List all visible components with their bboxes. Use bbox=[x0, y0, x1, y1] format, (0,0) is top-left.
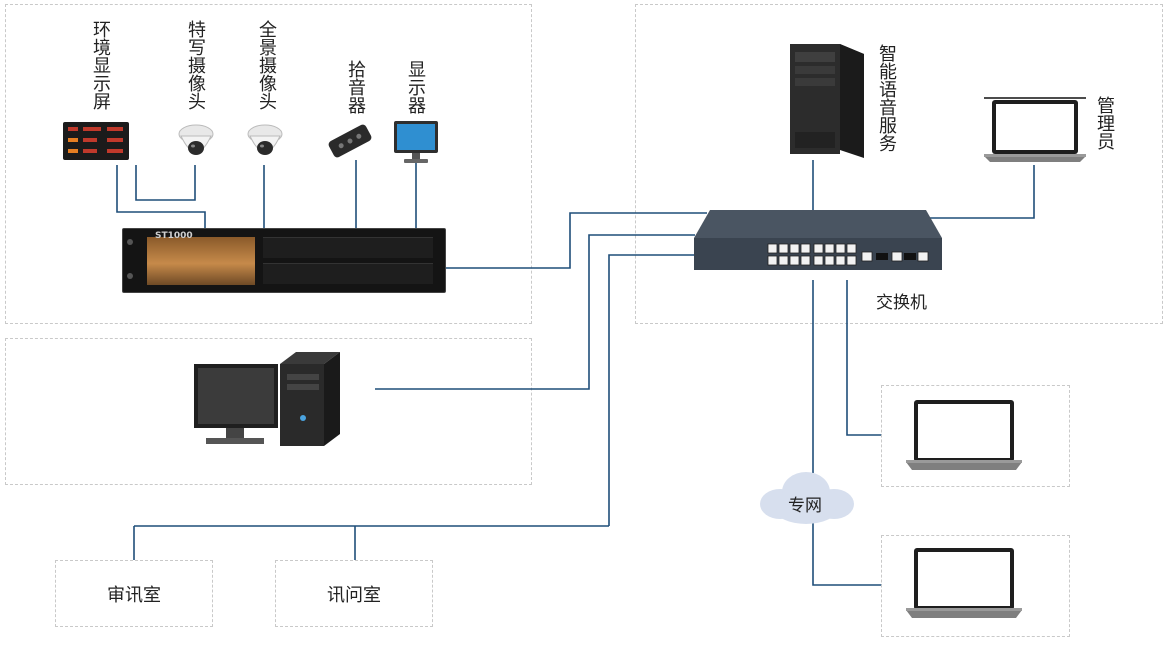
label-pickup: 拾音器 bbox=[345, 60, 366, 114]
label-monitor: 显示器 bbox=[405, 60, 426, 114]
voice-server-icon bbox=[790, 44, 864, 158]
label-env-display: 环境显示屏 bbox=[90, 20, 111, 110]
label-closeup-camera: 特写摄像头 bbox=[185, 20, 206, 110]
label-voice-server: 智能语音服务 bbox=[876, 44, 897, 152]
wire-admin-switch bbox=[927, 165, 1035, 219]
workstation-icon bbox=[194, 352, 340, 446]
rack-bay-2 bbox=[263, 263, 433, 284]
label-private-net: 专网 bbox=[788, 496, 822, 516]
label-panorama-camera: 全景摄像头 bbox=[256, 20, 277, 110]
laptop-2-icon bbox=[906, 548, 1022, 618]
wire-switch-laptop1 bbox=[846, 280, 882, 436]
wire-workstation-switch bbox=[375, 234, 695, 390]
wire-rack-switch bbox=[443, 212, 707, 269]
zone-workstation bbox=[5, 338, 532, 485]
zone-laptop-1 bbox=[881, 385, 1070, 487]
recording-host-rack: ST1000 bbox=[122, 228, 446, 293]
wire-envdisplay-rack bbox=[116, 165, 206, 228]
switch-icon bbox=[694, 210, 942, 270]
label-admin: 管理员 bbox=[1094, 96, 1115, 150]
rack-ear-left bbox=[127, 239, 133, 245]
zone-server-area bbox=[635, 4, 1163, 324]
zone-laptop-2 bbox=[881, 535, 1070, 637]
wire-camera-link bbox=[135, 165, 196, 201]
inquiry-room-box: 讯问室 bbox=[275, 560, 433, 627]
zone-room-equipment bbox=[5, 4, 532, 324]
rack-screen bbox=[147, 237, 255, 285]
panorama-camera-icon bbox=[247, 124, 283, 155]
trial-room-box: 审讯室 bbox=[55, 560, 213, 627]
rack-brand-label: ST1000 bbox=[155, 231, 193, 241]
cloud-icon bbox=[760, 472, 854, 524]
monitor-icon bbox=[394, 121, 438, 163]
rack-bay-1 bbox=[263, 237, 433, 258]
wire-rooms-switch bbox=[608, 254, 695, 526]
rack-ear-left-2 bbox=[127, 273, 133, 279]
env-display-icon bbox=[63, 122, 129, 160]
laptop-1-icon bbox=[906, 400, 1022, 470]
label-switch: 交换机 bbox=[876, 293, 927, 313]
closeup-camera-icon bbox=[178, 124, 214, 155]
pickup-icon bbox=[328, 124, 372, 158]
wire-cloud-laptop2 bbox=[812, 522, 882, 586]
admin-laptop-icon bbox=[984, 97, 1086, 162]
